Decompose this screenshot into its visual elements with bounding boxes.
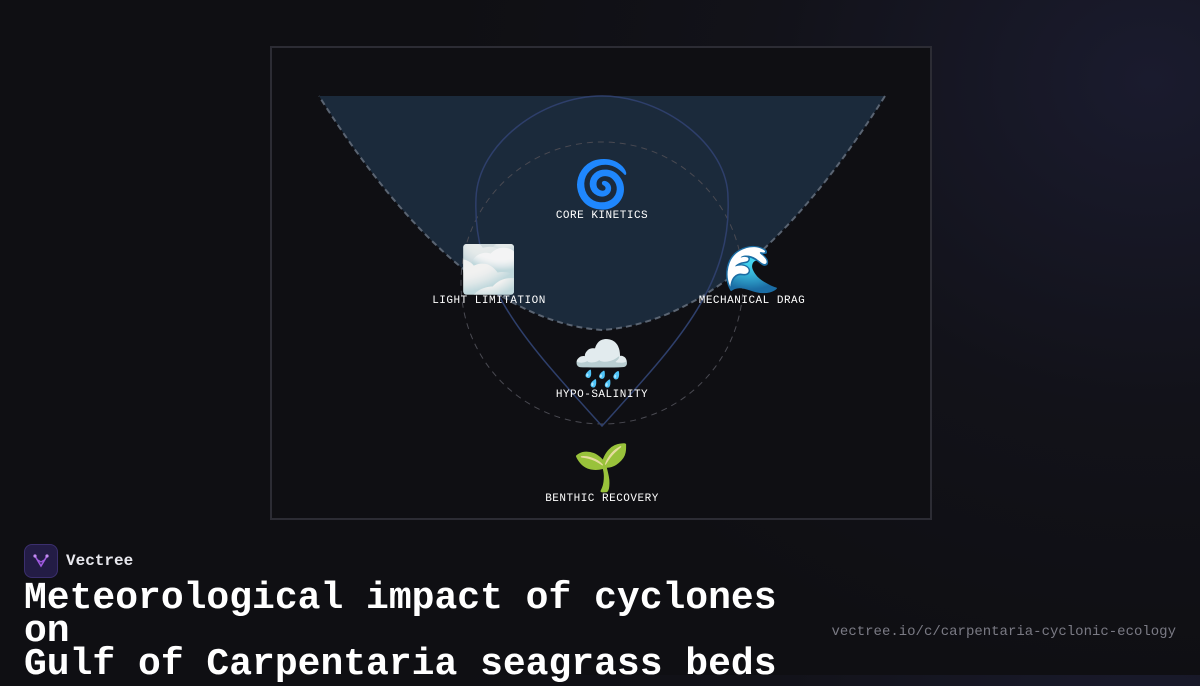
page-title: Meteorological impact of cyclones on Gul… <box>24 577 824 686</box>
node-label: MECHANICAL DRAG <box>698 295 806 307</box>
node-hypo-salinity: 🌧️ HYPO-SALINITY <box>522 335 682 401</box>
node-core-kinetics: 🌀 CORE KINETICS <box>522 156 682 222</box>
node-label: BENTHIC RECOVERY <box>545 493 659 505</box>
bowl-outline <box>318 95 886 332</box>
drop-shape <box>475 95 729 428</box>
rain-cloud-icon: 🌧️ <box>573 336 631 390</box>
cycle-circle <box>460 141 744 425</box>
node-label: LIGHT LIMITATION <box>432 295 546 307</box>
node-mechanical-drag: 🌊 MECHANICAL DRAG <box>672 241 832 307</box>
node-label: HYPO-SALINITY <box>555 389 649 401</box>
node-label: CORE KINETICS <box>555 210 649 222</box>
title-line-2: Gulf of Carpentaria seagrass beds <box>24 643 777 686</box>
brand-name: Vectree <box>66 552 134 570</box>
seedling-icon: 🌱 <box>573 440 631 494</box>
brand[interactable]: Vectree <box>24 544 133 578</box>
bowl-shape <box>319 96 885 330</box>
cyclone-icon: 🌀 <box>573 157 631 211</box>
source-url[interactable]: vectree.io/c/carpentaria-cyclonic-ecolog… <box>831 624 1176 640</box>
node-light-limitation: 🌫️ LIGHT LIMITATION <box>409 241 569 307</box>
wave-icon: 🌊 <box>723 242 781 296</box>
diagram-canvas <box>318 95 886 428</box>
diagram-frame: 🌀 CORE KINETICS 🌫️ LIGHT LIMITATION 🌊 ME… <box>270 46 932 520</box>
title-line-1: Meteorological impact of cyclones on <box>24 577 777 653</box>
vectree-logo-icon <box>24 544 58 578</box>
fog-icon: 🌫️ <box>460 242 518 296</box>
node-benthic-recovery: 🌱 BENTHIC RECOVERY <box>522 439 682 505</box>
